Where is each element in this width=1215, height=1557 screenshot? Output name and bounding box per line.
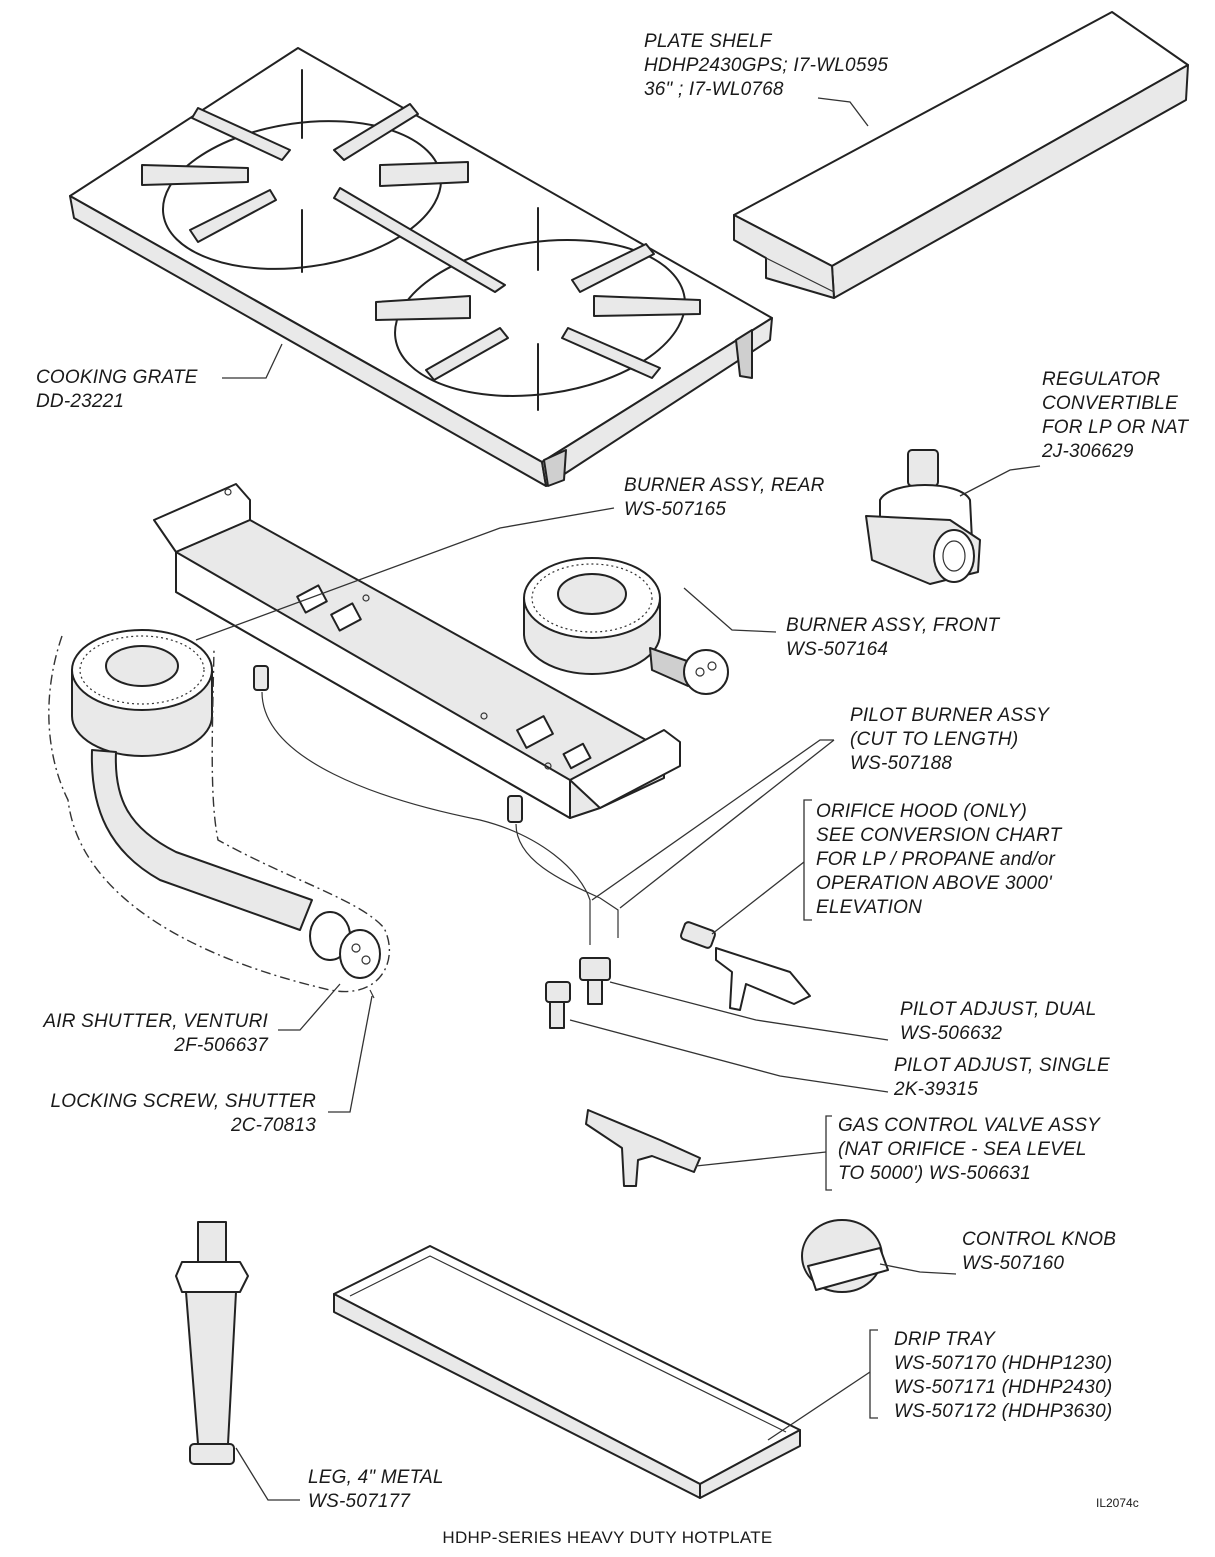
plate-shelf-drawing bbox=[733, 11, 1189, 299]
label-gas-valve: GAS CONTROL VALVE ASSY (NAT ORIFICE - SE… bbox=[838, 1115, 1101, 1184]
label-control-knob: CONTROL KNOB WS-507160 bbox=[962, 1229, 1117, 1274]
leader-lines bbox=[195, 97, 1041, 1501]
label-burner-front: BURNER ASSY, FRONT WS-507164 bbox=[786, 615, 1000, 660]
drip-tray-drawing bbox=[333, 1245, 801, 1499]
label-pilot-burner: PILOT BURNER ASSY (CUT TO LENGTH) WS-507… bbox=[850, 705, 1050, 774]
label-orifice-hood: ORIFICE HOOD (ONLY) SEE CONVERSION CHART… bbox=[816, 801, 1062, 918]
label-leg: LEG, 4" METAL WS-507177 bbox=[308, 1467, 444, 1512]
label-regulator: REGULATOR CONVERTIBLE FOR LP OR NAT 2J-3… bbox=[1042, 369, 1189, 462]
leg-drawing bbox=[175, 1221, 249, 1465]
label-drip-tray: DRIP TRAY WS-507170 (HDHP1230) WS-507171… bbox=[894, 1329, 1113, 1422]
label-plate-shelf: PLATE SHELF HDHP2430GPS; I7-WL0595 36" ;… bbox=[644, 31, 889, 100]
label-air-shutter: AIR SHUTTER, VENTURI 2F-506637 bbox=[43, 1011, 268, 1056]
pilot-tubes-drawing bbox=[253, 665, 619, 945]
front-burner-drawing bbox=[523, 557, 729, 695]
label-cooking-grate: COOKING GRATE DD-23221 bbox=[36, 367, 198, 412]
control-knob-drawing bbox=[801, 1219, 889, 1293]
label-locking-screw: LOCKING SCREW, SHUTTER 2C-70813 bbox=[50, 1091, 316, 1136]
orifice-and-valve-drawing bbox=[585, 921, 811, 1187]
diagram-caption: HDHP-SERIES HEAVY DUTY HOTPLATE bbox=[442, 1528, 773, 1547]
pilot-adjusters-drawing bbox=[545, 957, 611, 1029]
cooking-grate-drawing bbox=[69, 47, 773, 487]
rear-burner-drawing bbox=[48, 629, 391, 999]
burner-bracket-drawing bbox=[153, 483, 681, 819]
figure-code: IL2074c bbox=[1096, 1496, 1139, 1510]
label-pilot-dual: PILOT ADJUST, DUAL WS-506632 bbox=[900, 999, 1097, 1044]
label-burner-rear: BURNER ASSY, REAR WS-507165 bbox=[624, 475, 825, 520]
label-pilot-single: PILOT ADJUST, SINGLE 2K-39315 bbox=[894, 1055, 1110, 1100]
regulator-drawing bbox=[865, 449, 981, 585]
